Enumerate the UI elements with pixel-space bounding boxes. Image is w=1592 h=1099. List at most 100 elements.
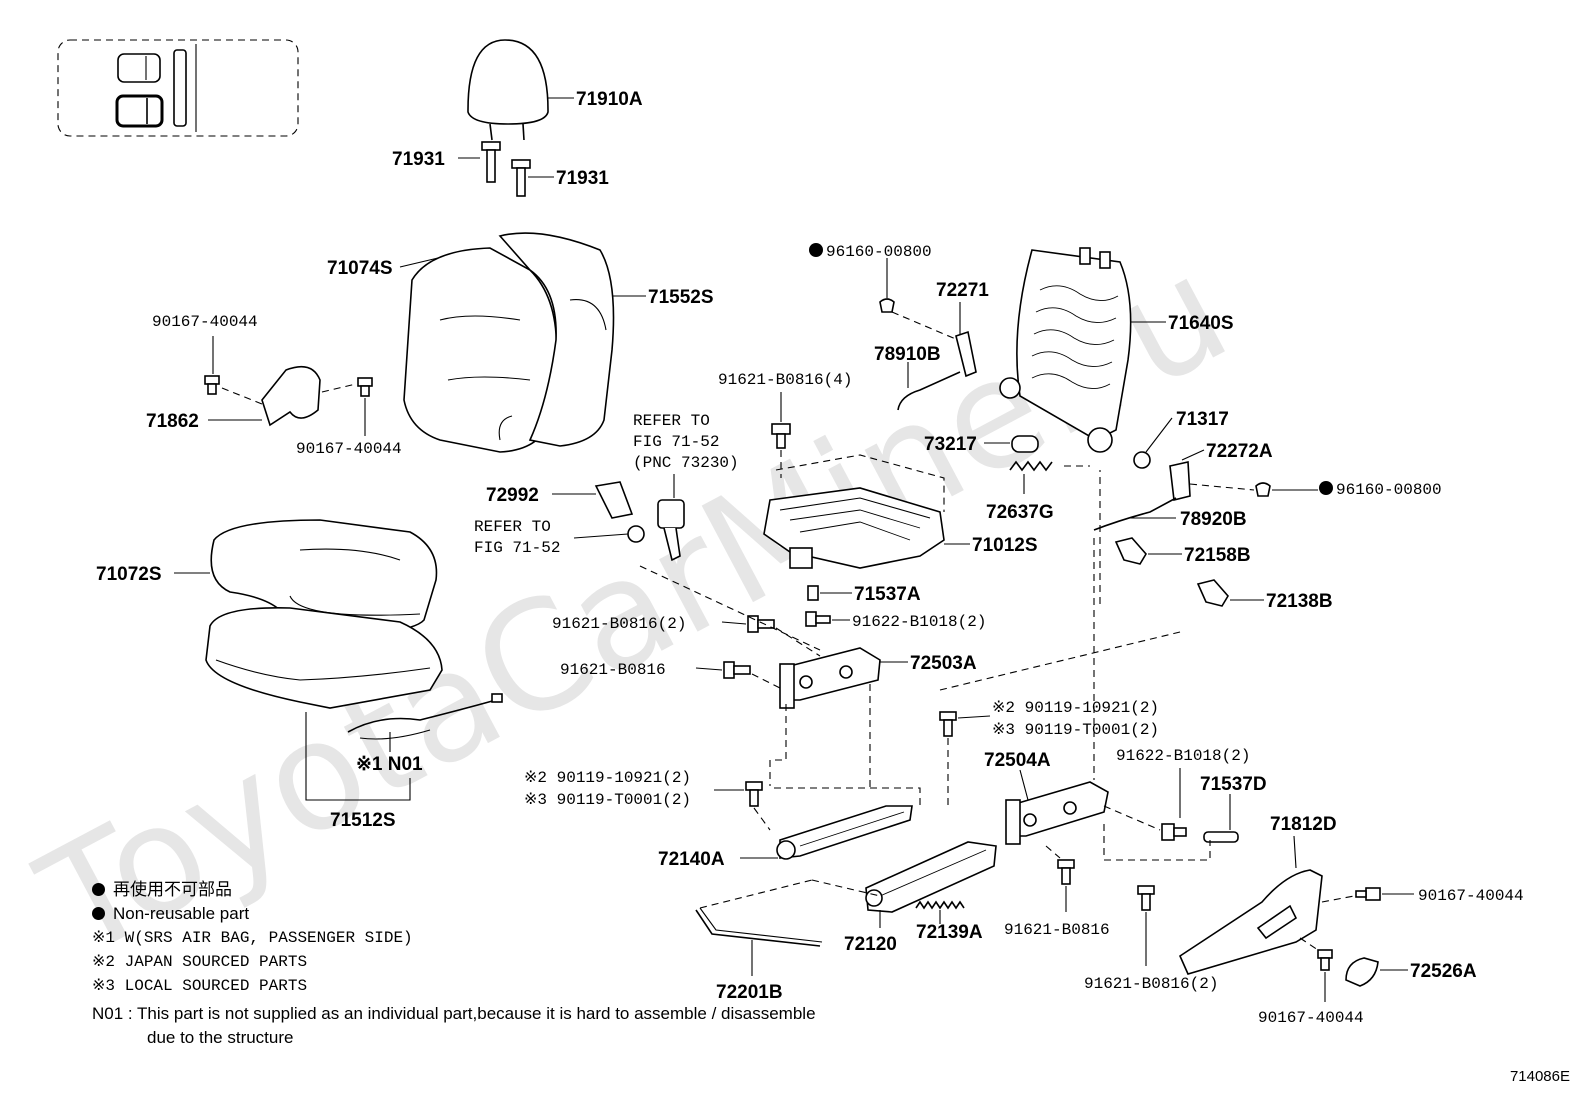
knob-72526A (1345, 957, 1379, 987)
refer-to-pnc: (PNC 73230) (633, 454, 739, 472)
label-91622-B1018-2-a: 91622-B1018(2) (852, 613, 986, 631)
legend-non-reusable-en: Non-reusable part (92, 902, 992, 926)
cover-72138B (1196, 579, 1229, 607)
recliner-cover-72271 (955, 330, 977, 378)
label-72158B: 72158B (1184, 545, 1251, 566)
label-91622-B1018-2-b: 91622-B1018(2) (1116, 747, 1250, 765)
stopper-71537D (1203, 831, 1239, 843)
label-78910B: 78910B (874, 344, 941, 365)
label-72526A: 72526A (1410, 961, 1477, 982)
bolt-91622-B1018-2-b (1161, 823, 1187, 841)
label-72992: 72992 (486, 485, 539, 506)
label-71512S: 71512S (330, 810, 396, 831)
seat-side-shield-71812D (1178, 869, 1323, 975)
clip-96160-00800-a (879, 298, 895, 313)
wire-harness-N01 (347, 699, 497, 733)
bracket-72992 (594, 481, 634, 519)
label-78920B: 78920B (1180, 509, 1247, 530)
label-91621-B0816-2-b: 91621-B0816(2) (1084, 975, 1218, 993)
seat-cushion-frame (763, 487, 945, 569)
label-96160-00800-b: 96160-00800 (1336, 481, 1442, 499)
spring-72139A (915, 900, 965, 910)
cable-78920B (1093, 497, 1177, 531)
legend-non-reusable-jp: 再使用不可部品 (92, 878, 992, 902)
seat-belt-buckle (657, 499, 685, 562)
legend-n01-note: N01 : This part is not supplied as an in… (92, 1004, 816, 1047)
refer-to-fig-1: FIG 71-52 (633, 433, 719, 451)
refer-to-fig-2: FIG 71-52 (474, 539, 560, 557)
label-71317: 71317 (1176, 409, 1229, 430)
nut-refer-fig (627, 525, 645, 543)
seatback-cover (403, 247, 558, 453)
legend-note-3: ※3 LOCAL SOURCED PARTS (92, 977, 308, 995)
figure-id: 714086E (1509, 1068, 1570, 1085)
seat-cushion-cover (210, 519, 438, 637)
recliner-cover-72272A (1169, 461, 1191, 501)
label-72503A: 72503A (910, 653, 977, 674)
label-72139A: 72139A (916, 922, 983, 943)
non-reusable-dot (92, 907, 105, 920)
label-72138B: 72138B (1266, 591, 1333, 612)
label-71537D: 71537D (1200, 774, 1267, 795)
legend-note-1: ※1 W(SRS AIR BAG, PASSENGER SIDE) (92, 929, 413, 947)
label-91621-B0816-4: 91621-B0816(4) (718, 371, 852, 389)
label-91621-B0816-2: 91621-B0816(2) (552, 615, 686, 633)
label-71931-left: 71931 (392, 149, 445, 170)
non-reusable-dot (809, 243, 823, 257)
label-71931-right: 71931 (556, 168, 609, 189)
seatback-frame (999, 247, 1132, 453)
screw-90167-40044-c (1355, 887, 1381, 901)
seat-adjuster-72504A (1005, 781, 1109, 845)
label-73217: 73217 (924, 434, 977, 455)
label-72201B: 72201B (716, 982, 783, 1003)
seat-track-72120 (865, 841, 997, 913)
label-90119-T0001-2-a: ※3 90119-T0001(2) (524, 791, 691, 809)
headrest-guide-left (481, 141, 501, 183)
refer-to-label-1: REFER TO (633, 412, 710, 430)
label-90119-T0001-2-b: ※3 90119-T0001(2) (992, 721, 1159, 739)
bushing-73217 (1011, 435, 1039, 453)
label-90167-40044-b: 90167-40044 (296, 440, 402, 458)
label-71012S: 71012S (972, 535, 1038, 556)
label-90167-40044-a: 90167-40044 (152, 313, 258, 331)
seat-cushion-pad (205, 607, 443, 709)
stopper-71537A (807, 585, 819, 601)
seatback-pad (498, 232, 615, 447)
label-71552S: 71552S (648, 287, 714, 308)
seat-position-indicator (57, 39, 299, 137)
label-72272A: 72272A (1206, 441, 1273, 462)
headrest (467, 39, 549, 141)
label-71862: 71862 (146, 411, 199, 432)
label-71074S: 71074S (327, 258, 393, 279)
label-N01: ※1 N01 (356, 754, 423, 775)
label-71910A: 71910A (576, 89, 643, 110)
bolt-91622-B1018-2-a (805, 611, 831, 627)
screw-90167-40044-d (1317, 949, 1333, 971)
recliner-cover-71862 (261, 365, 321, 427)
bolt-91621-B0816-2-b (1137, 885, 1155, 911)
bolt-91621-B0816-b (1057, 859, 1075, 885)
label-71072S: 71072S (96, 564, 162, 585)
label-72271: 72271 (936, 280, 989, 301)
refer-to-label-2: REFER TO (474, 518, 551, 536)
label-72140A: 72140A (658, 849, 725, 870)
legend: 再使用不可部品 Non-reusable part ※1 W(SRS AIR B… (92, 878, 992, 1050)
legend-note-2: ※2 JAPAN SOURCED PARTS (92, 953, 308, 971)
seat-track-72140A (776, 805, 913, 860)
headrest-guide-right (511, 159, 531, 197)
spring-72637G (1009, 460, 1053, 472)
bolt-91621-B0816-a (723, 661, 751, 679)
label-72637G: 72637G (986, 502, 1054, 523)
label-71812D: 71812D (1270, 814, 1337, 835)
bolt-91621-B0816-2 (747, 615, 775, 633)
bolt-90119-left (745, 781, 763, 807)
wire-72201B (695, 909, 821, 947)
label-90167-40044-d: 90167-40044 (1258, 1009, 1364, 1027)
screw-90167-40044-b (357, 377, 373, 397)
label-71537A: 71537A (854, 584, 921, 605)
label-96160-00800-a: 96160-00800 (826, 243, 932, 261)
label-90167-40044-c: 90167-40044 (1418, 887, 1524, 905)
clip-96160-00800-b (1255, 482, 1271, 497)
